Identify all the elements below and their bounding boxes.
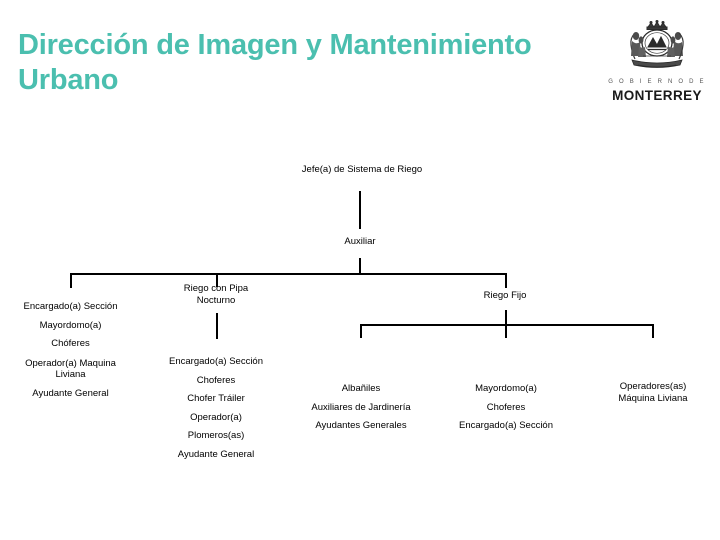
role-item: Ayudante General <box>177 448 255 460</box>
role-item: Operadores(as) Máquina Liviana <box>618 381 688 405</box>
connector-drop-operadores <box>652 324 654 338</box>
stack-riego-fijo-mayordomo: Mayordomo(a) Choferes Encargado(a) Secci… <box>437 380 575 436</box>
role-item: Choferes <box>486 401 526 413</box>
connector-jefe-to-auxiliar <box>359 191 361 229</box>
node-riego-fijo: Riego Fijo <box>483 290 527 301</box>
role-item: Ayudante General <box>32 388 109 400</box>
role-item: Encargado(a) Sección <box>23 301 118 312</box>
logo-gobierno-text: G O B I E R N O D E <box>608 79 706 85</box>
connector-level2-bus <box>70 273 506 275</box>
connector-riego-pipa-to-roles <box>216 313 218 339</box>
role-item: Encargado(a) Sección <box>169 356 263 367</box>
connector-drop-left-branch <box>70 273 72 288</box>
connector-riego-fijo-stem <box>505 310 507 325</box>
role-item: Encargado(a) Sección <box>459 420 553 432</box>
stack-riego-fijo-operadores: Operadores(as) Máquina Liviana <box>592 381 714 406</box>
role-item: Mayordomo(a) <box>475 383 537 394</box>
role-item: Chóferes <box>51 338 90 350</box>
stack-left-branch: Encargado(a) Sección Mayordomo(a) Chófer… <box>0 298 141 404</box>
stack-riego-fijo-albaniles: Albañiles Auxiliares de Jardinería Ayuda… <box>292 380 430 436</box>
logo-monterrey-text: MONTERREY <box>612 88 702 103</box>
connector-drop-albaniles <box>360 324 362 338</box>
connector-drop-mayordomo <box>505 324 507 338</box>
coat-of-arms-icon <box>630 20 684 68</box>
role-item: Albañiles <box>341 383 381 394</box>
connector-drop-riego-fijo <box>505 273 507 288</box>
node-auxiliar: Auxiliar <box>344 236 376 247</box>
stack-riego-pipa-nocturno: Encargado(a) Sección Choferes Chofer Trá… <box>146 353 286 464</box>
role-item: Mayordomo(a) <box>39 319 102 331</box>
node-jefe-sistema-riego: Jefe(a) de Sistema de Riego <box>301 164 423 175</box>
role-item: Auxiliares de Jardinería <box>311 401 411 413</box>
connector-drop-riego-pipa <box>216 273 218 287</box>
role-item: Ayudantes Generales <box>315 420 407 432</box>
role-item: Choferes <box>196 374 236 386</box>
role-item: Operador(a) <box>190 411 242 423</box>
connector-auxiliar-stem <box>359 258 361 273</box>
monterrey-logo: G O B I E R N O D E MONTERREY <box>608 20 706 108</box>
role-item: Operador(a) Maquina Liviana <box>25 357 116 381</box>
page-title: Dirección de Imagen y Mantenimiento Urba… <box>18 29 532 97</box>
role-item: Plomeros(as) <box>187 430 245 442</box>
role-item: Chofer Tráiler <box>187 393 245 405</box>
node-riego-con-pipa-nocturno: Riego con Pipa Nocturno <box>183 283 249 307</box>
